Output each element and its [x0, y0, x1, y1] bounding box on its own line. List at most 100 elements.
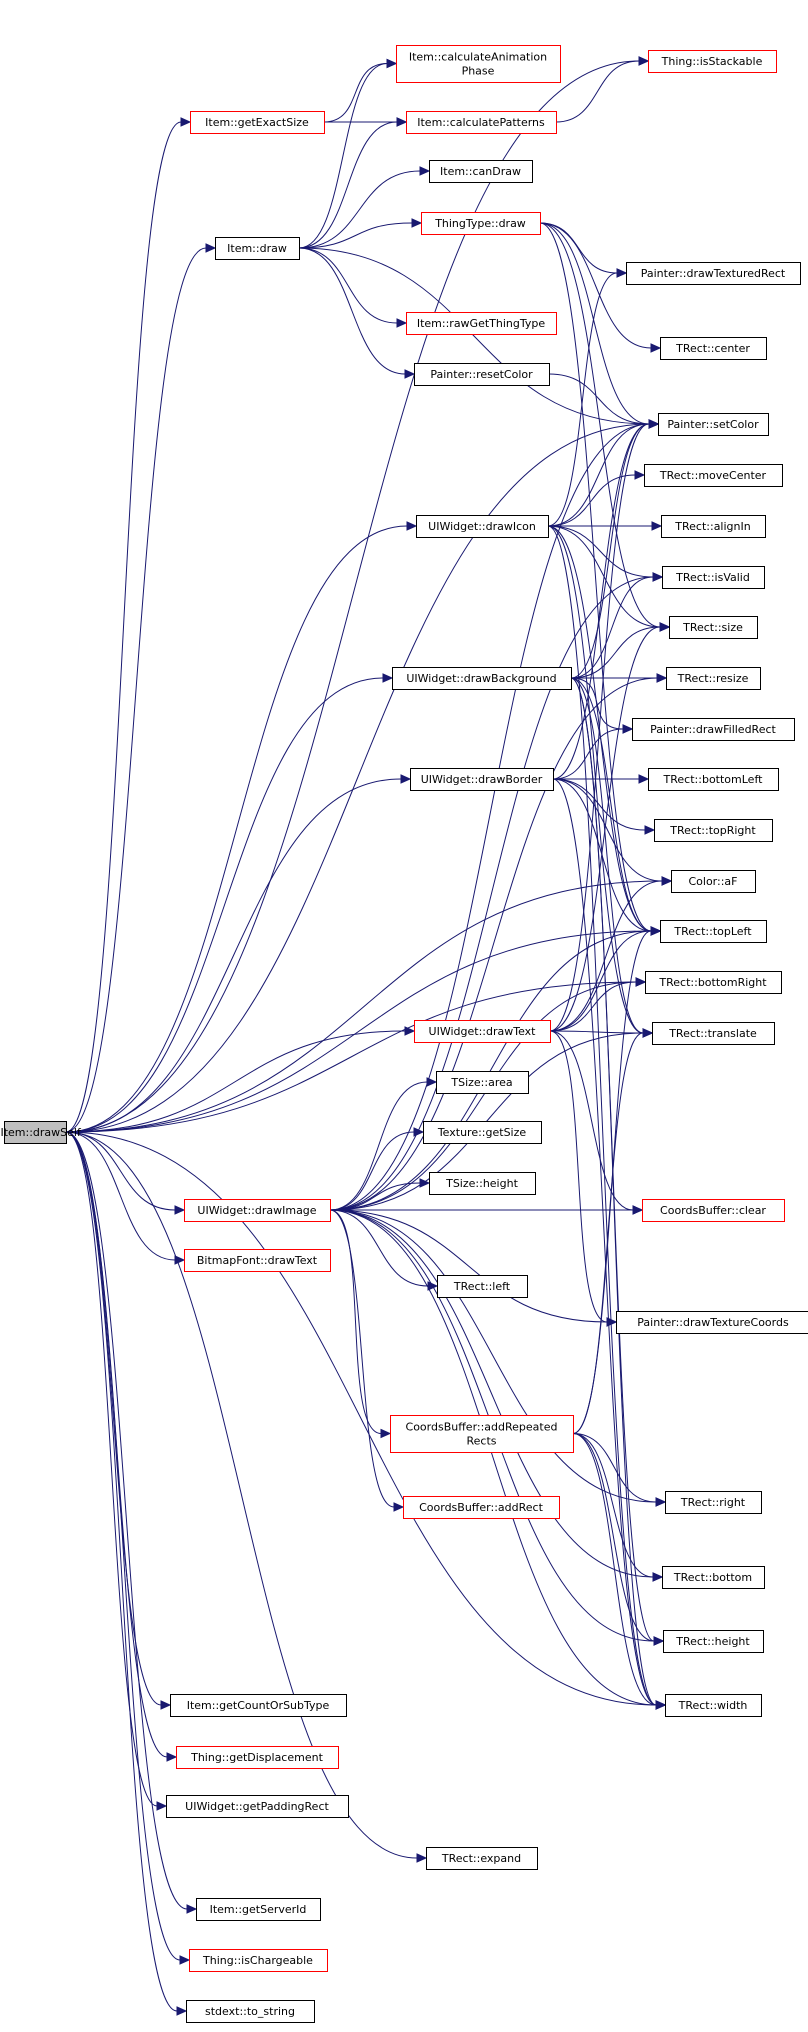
edge-root-to-tostr — [65, 1131, 188, 2016]
node-setcolor[interactable]: Painter::setColor — [658, 413, 769, 436]
node-texrect[interactable]: Painter::drawTexturedRect — [626, 262, 801, 285]
node-box — [663, 1630, 764, 1653]
edge-drawborder-to-filled — [552, 724, 634, 780]
edge-root-to-itemdraw — [65, 243, 217, 1133]
edge-drawicon-to-movec — [547, 470, 646, 527]
node-label: Texture::getSize — [437, 1126, 527, 1139]
node-drawimage[interactable]: UIWidget::drawImage — [184, 1199, 331, 1222]
node-alignin[interactable]: TRect::alignIn — [661, 515, 766, 538]
node-label: Painter::drawFilledRect — [650, 723, 776, 736]
node-box — [196, 1898, 321, 1921]
node-label: Painter::drawTextureCoords — [637, 1316, 789, 1329]
edge-drawimage-to-right — [329, 1209, 667, 1507]
node-label: TRect::topLeft — [673, 925, 752, 938]
node-clear[interactable]: CoordsBuffer::clear — [642, 1199, 785, 1222]
node-movec[interactable]: TRect::moveCenter — [644, 464, 783, 487]
edge-itemdraw-to-calcanim — [298, 58, 398, 249]
node-box — [184, 1199, 331, 1222]
edge-addrep-to-tleft — [572, 926, 662, 1434]
node-itemdraw[interactable]: Item::draw — [215, 237, 300, 260]
node-padrect[interactable]: UIWidget::getPaddingRect — [166, 1795, 349, 1818]
node-label: TSize::height — [445, 1177, 518, 1190]
node-exact[interactable]: Item::getExactSize — [190, 111, 325, 134]
node-expand[interactable]: TRect::expand — [426, 1847, 538, 1870]
node-label: ThingType::draw — [434, 217, 526, 230]
node-label: Phase — [462, 65, 495, 78]
edge-root-to-drawicon — [65, 521, 418, 1133]
node-width[interactable]: TRect::width — [665, 1694, 762, 1717]
node-box — [658, 413, 769, 436]
node-drawborder[interactable]: UIWidget::drawBorder — [410, 768, 554, 791]
node-translate[interactable]: TRect::translate — [652, 1022, 775, 1045]
edge-root-to-padrect — [65, 1131, 168, 1811]
node-box — [652, 1022, 775, 1045]
node-right[interactable]: TRect::right — [665, 1491, 762, 1514]
edge-drawtext-to-size — [549, 622, 671, 1032]
node-stack[interactable]: Thing::isStackable — [648, 50, 777, 73]
node-tright[interactable]: TRect::topRight — [654, 819, 773, 842]
node-charge[interactable]: Thing::isChargeable — [189, 1949, 328, 1972]
node-box — [645, 971, 782, 994]
node-box — [671, 870, 756, 893]
node-candraw[interactable]: Item::canDraw — [429, 160, 533, 183]
node-drawbg[interactable]: UIWidget::drawBackground — [392, 667, 572, 690]
node-disp[interactable]: Thing::getDisplacement — [176, 1746, 339, 1769]
node-label: Thing::isStackable — [661, 55, 763, 68]
edge-drawimage-to-area — [329, 1077, 438, 1211]
node-reset[interactable]: Painter::resetColor — [414, 363, 550, 386]
node-height[interactable]: TRect::height — [663, 1630, 764, 1653]
node-label: Color::aF — [688, 875, 737, 888]
node-count[interactable]: Item::getCountOrSubType — [170, 1694, 347, 1717]
edge-addrep-to-width — [572, 1433, 667, 1710]
node-box — [666, 667, 761, 690]
node-box — [410, 768, 554, 791]
node-ttdraw[interactable]: ThingType::draw — [421, 212, 541, 235]
node-label: TRect::size — [682, 621, 743, 634]
node-rawget[interactable]: Item::rawGetThingType — [406, 312, 557, 335]
node-center[interactable]: TRect::center — [660, 337, 767, 360]
node-drawicon[interactable]: UIWidget::drawIcon — [416, 515, 549, 538]
node-bleft[interactable]: TRect::bottomLeft — [648, 768, 779, 791]
node-resize[interactable]: TRect::resize — [666, 667, 761, 690]
node-box — [662, 1566, 765, 1589]
node-label: TRect::alignIn — [674, 520, 750, 533]
node-label: BitmapFont::drawText — [197, 1254, 318, 1267]
edge-drawimage-to-bottom — [329, 1209, 664, 1582]
node-root[interactable]: UIItem::drawSelf — [0, 1121, 82, 1144]
node-label: Item::draw — [227, 242, 287, 255]
node-addrect[interactable]: CoordsBuffer::addRect — [403, 1496, 560, 1519]
node-drawtext[interactable]: UIWidget::drawText — [414, 1020, 551, 1043]
node-filled[interactable]: Painter::drawFilledRect — [632, 718, 795, 741]
node-theight[interactable]: TSize::height — [429, 1172, 536, 1195]
node-box — [632, 718, 795, 741]
edge-addrep-to-translate — [572, 1028, 654, 1434]
node-size[interactable]: TRect::size — [669, 616, 758, 639]
node-area[interactable]: TSize::area — [436, 1071, 529, 1094]
node-box — [616, 1311, 808, 1334]
node-bottom[interactable]: TRect::bottom — [662, 1566, 765, 1589]
node-label: Thing::isChargeable — [202, 1954, 313, 1967]
node-label: UIWidget::drawText — [429, 1025, 537, 1038]
edge-drawicon-to-alignin — [548, 521, 663, 531]
node-getsize[interactable]: Texture::getSize — [423, 1121, 542, 1144]
node-box — [644, 464, 783, 487]
edge-root-to-bfdraw — [65, 1131, 186, 1265]
edge-itemdraw-to-setcolor — [298, 247, 660, 429]
node-dtc[interactable]: Painter::drawTextureCoords — [616, 1311, 808, 1334]
node-af[interactable]: Color::aF — [671, 870, 756, 893]
edge-drawimage-to-dtc — [329, 1209, 618, 1327]
node-label: Rects — [466, 1435, 496, 1448]
node-bfdraw[interactable]: BitmapFont::drawText — [184, 1249, 331, 1272]
node-server[interactable]: Item::getServerId — [196, 1898, 321, 1921]
node-label: TRect::bottomLeft — [663, 773, 764, 786]
node-tleft[interactable]: TRect::topLeft — [660, 920, 767, 943]
node-left[interactable]: TRect::left — [437, 1275, 528, 1298]
node-calcpat[interactable]: Item::calculatePatterns — [406, 111, 557, 134]
node-box — [390, 1415, 574, 1453]
node-bright[interactable]: TRect::bottomRight — [645, 971, 782, 994]
node-label: Item::rawGetThingType — [417, 317, 546, 330]
node-isvalid[interactable]: TRect::isValid — [662, 566, 765, 589]
node-tostr[interactable]: stdext::to_string — [186, 2000, 315, 2023]
